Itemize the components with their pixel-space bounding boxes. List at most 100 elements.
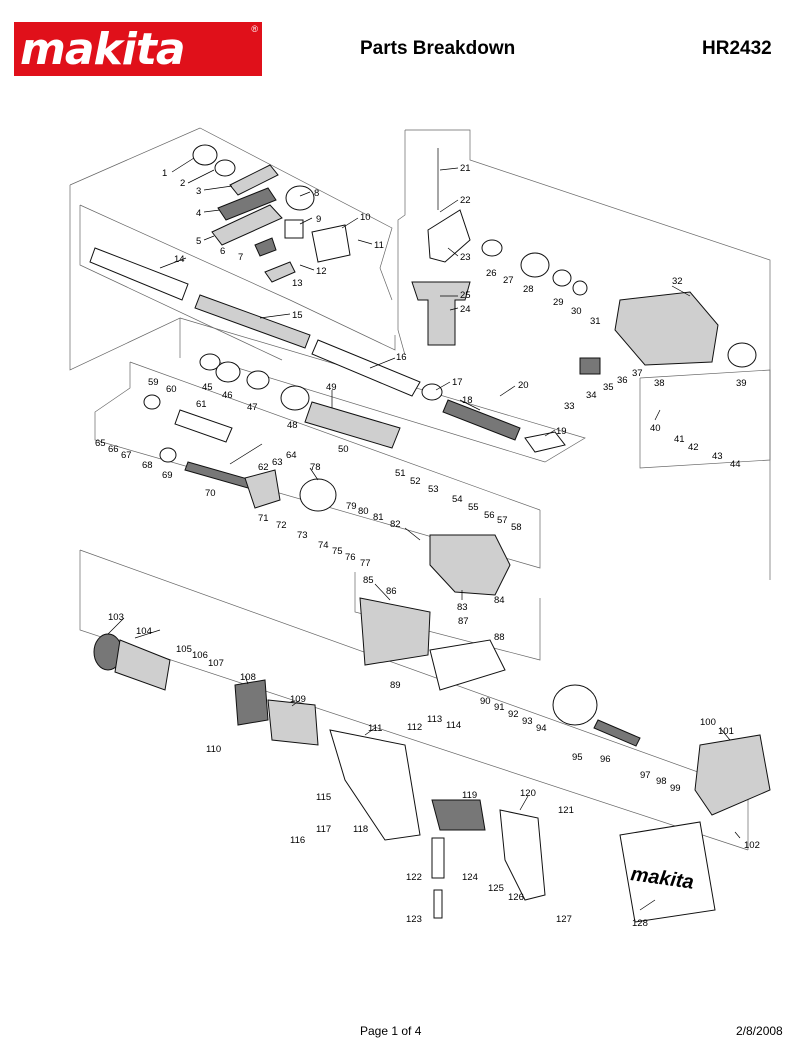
callout-89: 89 <box>390 680 401 691</box>
callout-51: 51 <box>395 468 406 479</box>
callout-112: 112 <box>407 722 422 733</box>
callout-30: 30 <box>571 306 582 317</box>
callout-3: 3 <box>196 186 201 197</box>
page-number: Page 1 of 4 <box>360 1024 422 1038</box>
callout-127: 127 <box>556 914 572 925</box>
part-18-shape <box>442 399 521 441</box>
callout-106: 106 <box>192 650 208 661</box>
callout-99: 99 <box>670 783 681 794</box>
callout-20: 20 <box>518 380 529 391</box>
callout-18: 18 <box>462 395 473 406</box>
callout-63: 63 <box>272 457 283 468</box>
callout-12: 12 <box>316 266 327 277</box>
callout-75: 75 <box>332 546 343 557</box>
callout-56: 56 <box>484 510 495 521</box>
callout-105: 105 <box>176 644 192 655</box>
model-number: HR2432 <box>702 38 772 59</box>
callout-121: 121 <box>558 805 574 816</box>
callout-17: 17 <box>452 377 463 388</box>
part-29-shape <box>552 269 572 287</box>
part-26-shape <box>481 239 503 257</box>
callout-84: 84 <box>494 595 505 606</box>
callout-37: 37 <box>632 368 643 379</box>
callout-123: 123 <box>406 914 422 925</box>
callout-48: 48 <box>287 420 298 431</box>
part-104-shape <box>114 639 171 691</box>
callout-124: 124 <box>462 872 478 883</box>
group-outline-gear-top <box>129 361 541 511</box>
callout-62: 62 <box>258 462 269 473</box>
callout-42: 42 <box>688 442 699 453</box>
callout-77: 77 <box>360 558 371 569</box>
callout-23: 23 <box>460 252 471 263</box>
callout-14: 14 <box>174 254 185 265</box>
part-120-shape <box>499 809 546 901</box>
group-outline-gear <box>94 362 541 569</box>
callout-15: 15 <box>292 310 303 321</box>
callout-22: 22 <box>460 195 471 206</box>
callout-21: 21 <box>460 163 471 174</box>
part-47-shape <box>246 370 270 390</box>
callout-55: 55 <box>468 502 479 513</box>
callout-50: 50 <box>338 444 349 455</box>
callout-58: 58 <box>511 522 522 533</box>
callout-43: 43 <box>712 451 723 462</box>
callout-128: 128 <box>632 918 648 929</box>
callout-25: 25 <box>460 290 471 301</box>
part-13-shape <box>264 261 296 283</box>
callout-80: 80 <box>358 506 369 517</box>
group-outline-barrel <box>79 204 396 351</box>
part-96-shape <box>593 719 641 747</box>
part-83-shape <box>429 534 511 596</box>
group-outline-housing <box>354 572 541 661</box>
callout-68: 68 <box>142 460 153 471</box>
part-59-shape <box>143 394 161 410</box>
callout-35: 35 <box>603 382 614 393</box>
callout-69: 69 <box>162 470 173 481</box>
callout-95: 95 <box>572 752 583 763</box>
group-outline-handle <box>405 129 771 580</box>
callout-100: 100 <box>700 717 716 728</box>
callout-40: 40 <box>650 423 661 434</box>
callout-13: 13 <box>292 278 303 289</box>
callout-116: 116 <box>290 835 305 846</box>
callout-39: 39 <box>736 378 747 389</box>
callout-71: 71 <box>258 513 269 524</box>
callout-120: 120 <box>520 788 536 799</box>
part-78-shape <box>299 478 337 512</box>
part-46-shape <box>215 361 241 383</box>
callout-19: 19 <box>556 426 567 437</box>
part-1-shape <box>192 144 218 166</box>
part-7-shape <box>254 237 277 257</box>
part-17-shape <box>421 383 443 401</box>
part-69-shape <box>159 447 177 463</box>
page-title: Parts Breakdown <box>360 38 516 59</box>
callout-52: 52 <box>410 476 421 487</box>
part-87-shape <box>429 639 506 691</box>
callout-28: 28 <box>523 284 534 295</box>
callout-113: 113 <box>427 714 442 725</box>
callout-53: 53 <box>428 484 439 495</box>
part-71-shape <box>244 469 281 509</box>
callout-102: 102 <box>744 840 760 851</box>
callout-66: 66 <box>108 444 119 455</box>
callout-36: 36 <box>617 375 628 386</box>
callout-26: 26 <box>486 268 497 279</box>
part-14-shape <box>89 247 189 301</box>
part-19-shape <box>524 431 566 453</box>
callout-47: 47 <box>247 402 258 413</box>
callout-104: 104 <box>136 626 152 637</box>
callout-88: 88 <box>494 632 505 643</box>
callout-94: 94 <box>536 723 547 734</box>
callout-72: 72 <box>276 520 287 531</box>
part-39-shape <box>727 342 757 368</box>
callout-60: 60 <box>166 384 177 395</box>
part-8-shape <box>285 185 315 211</box>
callout-78: 78 <box>310 462 321 473</box>
callout-31: 31 <box>590 316 601 327</box>
callout-93: 93 <box>522 716 533 727</box>
callout-33: 33 <box>564 401 575 412</box>
callout-83: 83 <box>457 602 468 613</box>
part-24-shape <box>411 281 471 346</box>
part-2-shape <box>214 159 236 177</box>
